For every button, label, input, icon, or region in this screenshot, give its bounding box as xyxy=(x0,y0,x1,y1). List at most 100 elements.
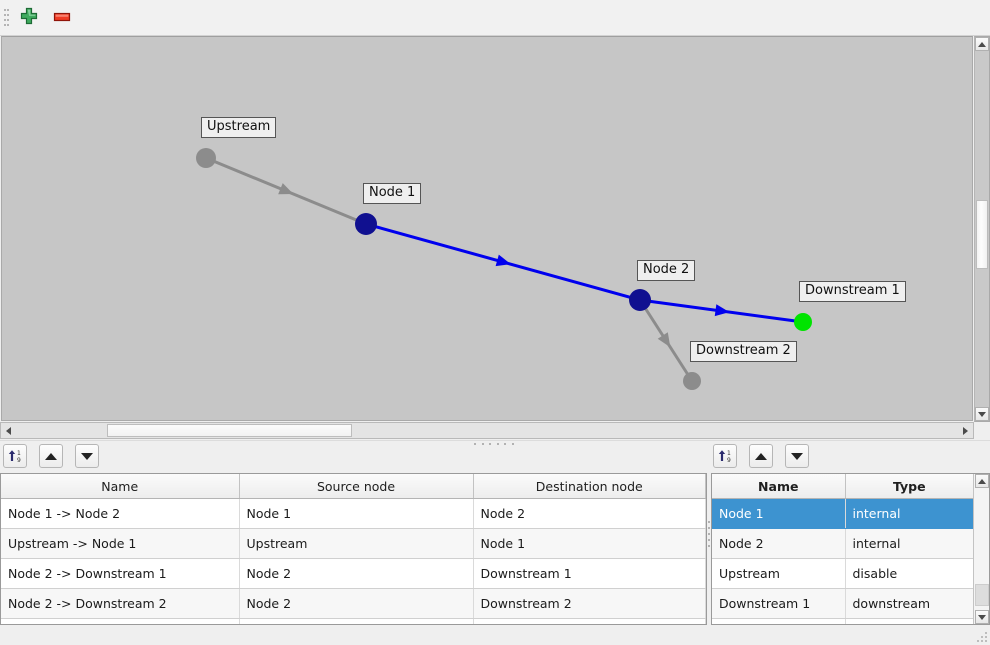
edges-column-header[interactable]: Name xyxy=(1,474,240,499)
nodes-move-down-button[interactable] xyxy=(784,444,809,468)
horizontal-splitter[interactable] xyxy=(0,440,990,448)
table-empty-row xyxy=(712,618,974,624)
edges-cell-name[interactable]: Node 2 -> Downstream 1 xyxy=(1,558,240,589)
edges-column-header[interactable]: Destination node xyxy=(473,474,706,499)
main-toolbar xyxy=(0,0,990,36)
svg-text:1: 1 xyxy=(17,450,21,457)
arrow-up-icon xyxy=(754,452,767,460)
edges-cell-source[interactable]: Node 1 xyxy=(239,498,474,529)
edges-cell-name[interactable]: Node 2 -> Downstream 2 xyxy=(1,588,240,619)
nodes-cell-name[interactable]: Node 1 xyxy=(712,498,846,529)
scroll-up-button[interactable] xyxy=(975,37,989,51)
edges-column-header[interactable]: Source node xyxy=(239,474,474,499)
scroll-down-button[interactable] xyxy=(975,407,989,421)
arrow-down-icon xyxy=(80,452,93,460)
nodes-table-vertical-scrollbar[interactable] xyxy=(973,474,989,624)
graph-node-node2[interactable] xyxy=(629,289,651,311)
scroll-down-arrow-icon xyxy=(978,411,986,417)
edges-cell-destination[interactable]: Downstream 1 xyxy=(473,558,706,589)
nodes-sort-button[interactable]: 1 9 xyxy=(713,444,737,468)
edge-arrowhead-icon xyxy=(657,332,671,348)
graph-node-downstream2[interactable] xyxy=(683,372,701,390)
graph-node-label-downstream1[interactable]: Downstream 1 xyxy=(799,281,906,302)
edges-toolbar: 1 9 xyxy=(3,444,107,469)
edges-cell-destination[interactable]: Downstream 2 xyxy=(473,588,706,619)
graph-node-node1[interactable] xyxy=(355,213,377,235)
edges-cell-name[interactable]: Upstream -> Node 1 xyxy=(1,528,240,559)
table-empty-cell xyxy=(239,618,474,624)
window-resize-grip[interactable] xyxy=(975,630,987,642)
topology-graph-svg xyxy=(196,148,812,390)
edges-cell-source[interactable]: Upstream xyxy=(239,528,474,559)
graph-vertical-scrollbar[interactable] xyxy=(974,36,990,422)
svg-text:9: 9 xyxy=(727,457,731,464)
table-empty-cell xyxy=(1,618,240,624)
graph-horizontal-scroll-thumb[interactable] xyxy=(107,424,352,437)
scroll-left-arrow-icon xyxy=(6,426,11,435)
graph-horizontal-scrollbar[interactable] xyxy=(0,422,974,439)
edge-arrowhead-icon xyxy=(278,183,294,195)
graph-vertical-scroll-thumb[interactable] xyxy=(976,200,988,269)
edges-cell-source[interactable]: Node 2 xyxy=(239,558,474,589)
splitter-grip xyxy=(708,521,710,547)
svg-text:9: 9 xyxy=(17,457,21,464)
edges-sort-button[interactable]: 1 9 xyxy=(3,444,27,468)
graph-node-label-node1[interactable]: Node 1 xyxy=(363,183,422,204)
edges-cell-name[interactable]: Node 1 -> Node 2 xyxy=(1,498,240,529)
graph-node-label-upstream[interactable]: Upstream xyxy=(201,117,277,138)
graph-node-downstream1[interactable] xyxy=(794,313,812,331)
nodes-move-up-button[interactable] xyxy=(748,444,773,468)
edges-move-up-button[interactable] xyxy=(38,444,63,468)
table-empty-cell xyxy=(712,618,846,624)
scroll-up-button[interactable] xyxy=(975,474,989,488)
nodes-scroll-thumb[interactable] xyxy=(975,584,989,606)
toolbar-drag-grip[interactable] xyxy=(4,9,9,27)
scroll-down-arrow-icon xyxy=(978,614,986,620)
splitter-grip xyxy=(474,443,514,446)
table-empty-row xyxy=(1,618,706,624)
nodes-cell-name[interactable]: Upstream xyxy=(712,558,846,589)
add-node-button[interactable] xyxy=(16,6,42,30)
scroll-up-arrow-icon xyxy=(978,41,986,47)
edges-cell-destination[interactable]: Node 2 xyxy=(473,498,706,529)
remove-node-button[interactable] xyxy=(49,6,75,30)
nodes-column-header[interactable]: Type xyxy=(845,474,974,499)
nodes-cell-type[interactable]: internal xyxy=(845,498,974,529)
nodes-cell-name[interactable]: Node 2 xyxy=(712,528,846,559)
red-minus-icon xyxy=(53,12,71,22)
arrow-down-icon xyxy=(790,452,803,460)
nodes-cell-type[interactable]: downstream xyxy=(845,588,974,619)
graph-node-upstream[interactable] xyxy=(196,148,216,168)
graph-node-label-downstream2[interactable]: Downstream 2 xyxy=(690,341,797,362)
graph-node-label-node2[interactable]: Node 2 xyxy=(637,260,696,281)
edges-move-down-button[interactable] xyxy=(74,444,99,468)
nodes-column-header[interactable]: Name xyxy=(712,474,846,499)
scroll-left-button[interactable] xyxy=(2,424,15,437)
sort-ascending-icon: 1 9 xyxy=(718,450,731,464)
nodes-cell-type[interactable]: disable xyxy=(845,558,974,589)
svg-text:1: 1 xyxy=(727,450,731,457)
edges-cell-source[interactable]: Node 2 xyxy=(239,588,474,619)
nodes-cell-name[interactable]: Downstream 1 xyxy=(712,588,846,619)
scroll-down-button[interactable] xyxy=(975,610,989,624)
nodes-cell-type[interactable]: internal xyxy=(845,528,974,559)
scroll-right-button[interactable] xyxy=(959,424,972,437)
vertical-splitter[interactable] xyxy=(707,473,711,625)
edges-cell-destination[interactable]: Node 1 xyxy=(473,528,706,559)
